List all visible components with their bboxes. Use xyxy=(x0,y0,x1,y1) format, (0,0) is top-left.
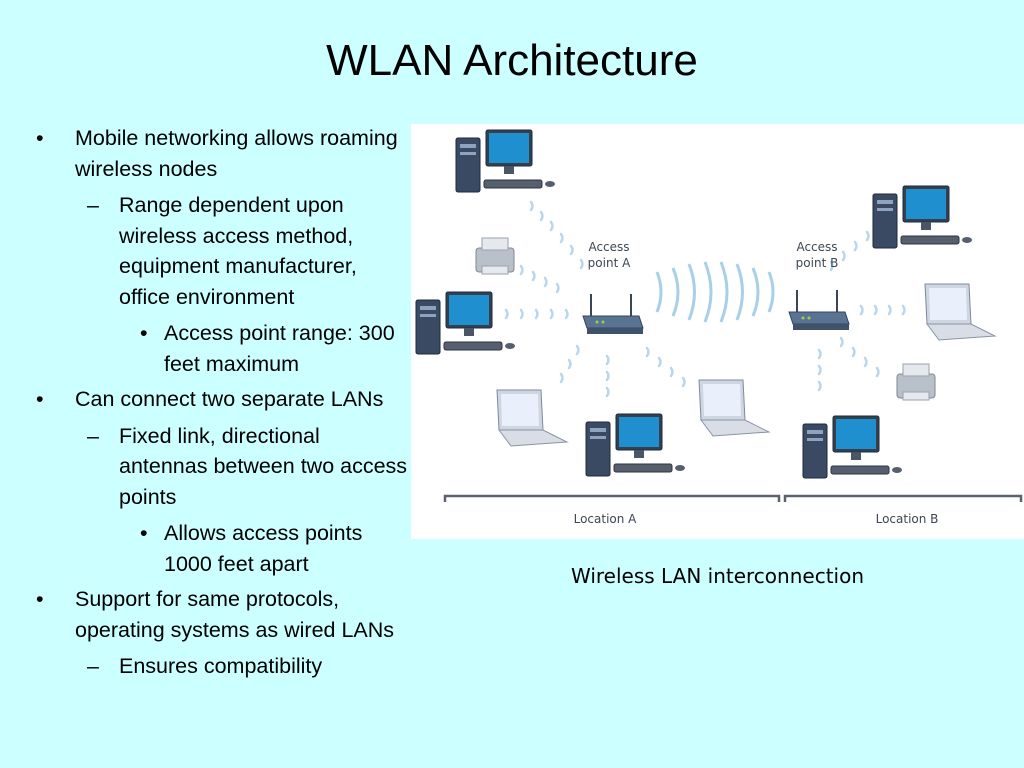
figure-caption: Wireless LAN interconnection xyxy=(571,564,864,588)
location-a-bracket xyxy=(443,494,781,502)
laptop-icon xyxy=(924,283,996,341)
desktop-pc-icon xyxy=(415,291,516,355)
bullet-marker: • xyxy=(36,387,44,411)
wireless-router-icon xyxy=(788,289,850,331)
desktop-pc-icon xyxy=(455,129,556,193)
bullet-text: Range dependent upon wireless access met… xyxy=(119,193,357,309)
location-b-bracket xyxy=(783,494,1023,502)
printer-icon xyxy=(475,237,515,275)
wireless-router-icon xyxy=(582,293,644,335)
bullet-list: • Mobile networking allows roaming wirele… xyxy=(0,118,410,682)
access-point-a-label-line1: Access xyxy=(588,240,629,254)
bullet-text: Support for same protocols, operating sy… xyxy=(75,587,395,642)
bullet-marker: • xyxy=(36,126,44,150)
location-a-label: Location A xyxy=(574,512,638,526)
bullet-text: Mobile networking allows roaming wireles… xyxy=(75,126,398,181)
sub-bullet-item: –Fixed link, directional antennas betwee… xyxy=(0,421,410,513)
desktop-pc-icon xyxy=(872,185,973,249)
bullet-text: Access point range: 300 feet maximum xyxy=(164,321,395,376)
sub-bullet-item: –Ensures compatibility xyxy=(0,651,410,682)
desktop-pc-icon xyxy=(802,415,903,479)
wlan-diagram-svg: Access point A Access point B Location A… xyxy=(415,129,1023,526)
access-point-b-label-line2: point B xyxy=(796,256,839,270)
bullet-marker: – xyxy=(87,654,99,678)
bullet-item: • Can connect two separate LANs xyxy=(0,384,410,415)
wireless-signal-icon xyxy=(504,200,906,398)
bullet-text: Ensures compatibility xyxy=(119,654,323,678)
desktop-pc-icon xyxy=(585,413,686,477)
sub-sub-bullet-item: • Access point range: 300 feet maximum xyxy=(0,318,410,379)
bullet-text: Allows access points 1000 feet apart xyxy=(164,521,363,576)
access-point-a-label-line2: point A xyxy=(588,256,631,270)
bullet-item: • Mobile networking allows roaming wirele… xyxy=(0,123,410,184)
access-point-b-label-line1: Access xyxy=(796,240,837,254)
bullet-item: • Support for same protocols, operating s… xyxy=(0,584,410,645)
printer-icon xyxy=(896,363,936,401)
bullet-marker: – xyxy=(87,193,99,217)
location-b-label: Location B xyxy=(876,512,939,526)
directional-link-waves xyxy=(655,261,775,323)
wlan-diagram: Access point A Access point B Location A… xyxy=(411,124,1024,539)
bullet-marker: • xyxy=(140,321,148,345)
laptop-icon xyxy=(698,379,770,437)
bullet-text: Can connect two separate LANs xyxy=(75,387,384,411)
sub-bullet-item: –Range dependent upon wireless access me… xyxy=(0,190,410,312)
bullet-text: Fixed link, directional antennas between… xyxy=(119,423,408,509)
slide-title: WLAN Architecture xyxy=(326,36,698,85)
bullet-marker: – xyxy=(87,423,99,448)
bullet-marker: • xyxy=(140,521,148,545)
sub-sub-bullet-item: • Allows access points 1000 feet apart xyxy=(0,518,410,579)
laptop-icon xyxy=(496,389,568,447)
bullet-marker: • xyxy=(36,587,44,611)
